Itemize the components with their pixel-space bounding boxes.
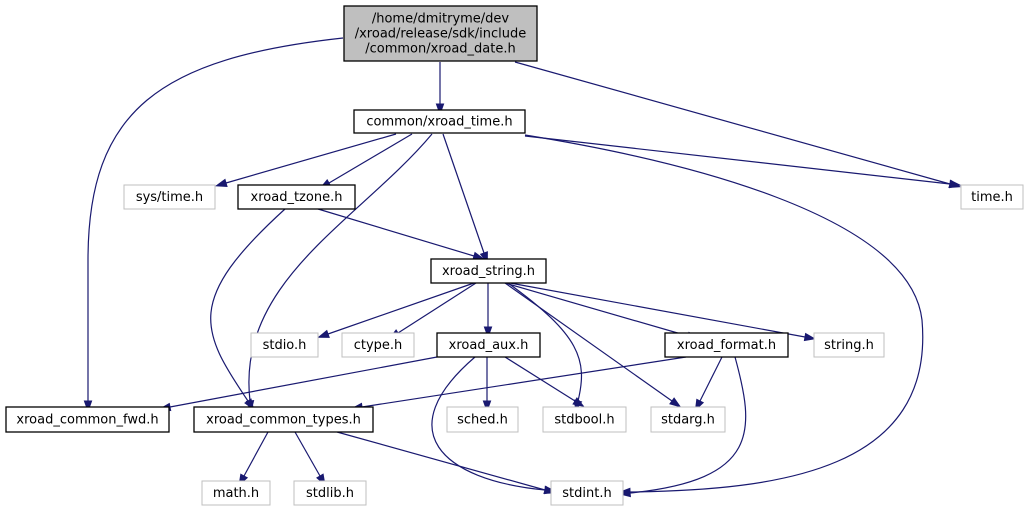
edge-xroad_format-to-stdarg_h bbox=[694, 356, 723, 412]
node-box bbox=[250, 332, 319, 358]
arrowhead bbox=[669, 397, 682, 408]
node-label: xroad_aux.h bbox=[449, 338, 529, 353]
arrowhead bbox=[214, 178, 228, 188]
node-xroad-aux[interactable]: xroad_aux.h bbox=[436, 332, 541, 358]
arrowhead bbox=[83, 400, 93, 413]
node-label: xroad_common_fwd.h bbox=[16, 413, 158, 428]
arrowhead bbox=[572, 397, 585, 408]
node-math-h[interactable]: math.h bbox=[201, 480, 271, 506]
arrowhead bbox=[482, 400, 492, 413]
node-label: /home/dmitryme/dev bbox=[372, 12, 510, 27]
node-time-h[interactable]: time.h bbox=[960, 184, 1024, 210]
edge-xroad_tzone-to-xroad_common_types bbox=[210, 208, 286, 411]
edge-xroad_common_types-to-math_h bbox=[238, 431, 269, 487]
edge-xroad_format-to-stdint_h bbox=[618, 356, 747, 498]
node-root[interactable]: /home/dmitryme/dev/xroad/release/sdk/inc… bbox=[343, 5, 538, 62]
node-label: common/xroad_time.h bbox=[366, 115, 512, 130]
arrowhead bbox=[317, 329, 330, 338]
arrowhead bbox=[949, 179, 962, 189]
node-box bbox=[664, 332, 789, 358]
node-box bbox=[353, 109, 526, 134]
node-box bbox=[193, 406, 374, 433]
edge-xroad_format-to-xroad_common_types bbox=[350, 356, 687, 412]
node-label: ctype.h bbox=[354, 338, 403, 353]
edge-xroad_time-to-time_h bbox=[524, 135, 962, 189]
node-box bbox=[813, 332, 885, 358]
edge-xroad_string-to-stdio_h bbox=[317, 282, 475, 338]
nodes-layer: /home/dmitryme/dev/xroad/release/sdk/inc… bbox=[5, 5, 1024, 506]
edge-xroad_time-to-stdint_h bbox=[524, 134, 924, 497]
node-label: stdlib.h bbox=[306, 486, 354, 501]
node-xroad-common-types[interactable]: xroad_common_types.h bbox=[193, 406, 374, 433]
node-label: time.h bbox=[971, 190, 1013, 205]
edge-root-to-xroad_time bbox=[435, 62, 445, 116]
edge-xroad_aux-to-sched_h bbox=[482, 357, 492, 413]
node-stdarg-h[interactable]: stdarg.h bbox=[650, 406, 726, 433]
node-box bbox=[237, 184, 356, 210]
node-sched-h[interactable]: sched.h bbox=[446, 406, 519, 433]
arrowhead bbox=[435, 103, 445, 116]
edge-xroad_string-to-string_h bbox=[509, 282, 817, 342]
edge-root-to-time_h bbox=[514, 61, 962, 189]
node-xroad-common-fwd[interactable]: xroad_common_fwd.h bbox=[5, 406, 170, 433]
node-box bbox=[343, 5, 538, 62]
node-stdlib-h[interactable]: stdlib.h bbox=[293, 480, 367, 506]
node-string-h[interactable]: string.h bbox=[813, 332, 885, 358]
node-box bbox=[960, 184, 1024, 210]
node-label: /common/xroad_date.h bbox=[365, 42, 516, 57]
edge-xroad_common_types-to-stdlib_h bbox=[294, 431, 326, 486]
edge-root-to-xroad_common_fwd bbox=[83, 37, 344, 413]
node-box bbox=[542, 406, 627, 433]
node-label: xroad_string.h bbox=[442, 264, 535, 279]
arrowhead bbox=[483, 326, 493, 339]
node-box bbox=[5, 406, 170, 433]
edge-xroad_string-to-xroad_format bbox=[504, 282, 700, 341]
node-box bbox=[436, 332, 541, 358]
node-stdio-h[interactable]: stdio.h bbox=[250, 332, 319, 358]
node-xroad-string[interactable]: xroad_string.h bbox=[430, 258, 547, 284]
node-box bbox=[123, 184, 216, 210]
node-box bbox=[446, 406, 519, 433]
edge-xroad_aux-to-xroad_common_fwd bbox=[158, 356, 438, 412]
node-box bbox=[341, 332, 415, 358]
edge-xroad_common_types-to-stdint_h bbox=[336, 431, 557, 495]
node-box bbox=[430, 258, 547, 284]
node-label: sys/time.h bbox=[136, 190, 203, 205]
node-xroad-format[interactable]: xroad_format.h bbox=[664, 332, 789, 358]
edge-xroad_time-to-xroad_string bbox=[442, 133, 488, 264]
node-label: string.h bbox=[824, 338, 874, 353]
node-label: math.h bbox=[213, 486, 259, 501]
node-box bbox=[201, 480, 271, 506]
node-label: xroad_common_types.h bbox=[206, 413, 361, 428]
arrowhead bbox=[618, 488, 631, 498]
node-label: xroad_format.h bbox=[677, 338, 776, 353]
node-label: stdio.h bbox=[263, 338, 307, 353]
node-label: sched.h bbox=[457, 413, 508, 428]
node-xroad-tzone[interactable]: xroad_tzone.h bbox=[237, 184, 356, 210]
node-label: stdarg.h bbox=[661, 413, 715, 428]
node-ctype-h[interactable]: ctype.h bbox=[341, 332, 415, 358]
edge-xroad_time-to-sys_time bbox=[214, 133, 397, 188]
edge-xroad_time-to-xroad_common_types bbox=[245, 133, 433, 413]
arrowhead bbox=[803, 332, 817, 342]
node-box bbox=[650, 406, 726, 433]
node-sys-time[interactable]: sys/time.h bbox=[123, 184, 216, 210]
edge-xroad_tzone-to-xroad_string bbox=[317, 208, 486, 260]
edge-xroad_string-to-stdarg_h bbox=[504, 282, 682, 408]
node-label: /xroad/release/sdk/include bbox=[355, 27, 527, 42]
edge-xroad_string-to-ctype_h bbox=[388, 282, 477, 340]
node-xroad-time[interactable]: common/xroad_time.h bbox=[353, 109, 526, 134]
node-box bbox=[293, 480, 367, 506]
node-box bbox=[550, 480, 624, 506]
node-label: xroad_tzone.h bbox=[251, 190, 343, 205]
node-label: stdint.h bbox=[562, 486, 611, 501]
node-stdbool-h[interactable]: stdbool.h bbox=[542, 406, 627, 433]
node-stdint-h[interactable]: stdint.h bbox=[550, 480, 624, 506]
edge-xroad_string-to-xroad_aux bbox=[483, 283, 493, 339]
node-label: stdbool.h bbox=[554, 413, 614, 428]
edges-layer bbox=[83, 37, 962, 498]
edge-xroad_aux-to-stdbool_h bbox=[504, 356, 585, 408]
